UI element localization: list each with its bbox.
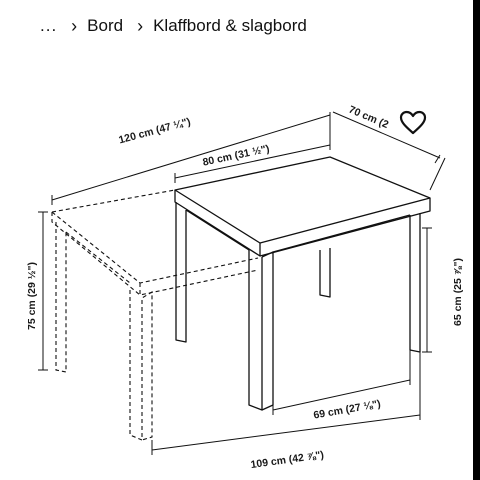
breadcrumb-item-bord[interactable]: Bord bbox=[87, 16, 124, 35]
dim-diagonal: 109 cm (42 ⅞") bbox=[250, 449, 325, 471]
table-leg bbox=[248, 250, 263, 411]
dim-extended-length: 120 cm (47 ¼") bbox=[117, 116, 191, 147]
dim-leg-span: 69 cm (27 ⅛") bbox=[313, 398, 382, 422]
dim-height: 75 cm (29 ½") bbox=[26, 262, 38, 330]
breadcrumb-ellipsis[interactable]: ... bbox=[40, 16, 58, 35]
breadcrumb-item-klaffbord[interactable]: Klaffbord & slagbord bbox=[153, 16, 307, 35]
chevron-right-icon: › bbox=[71, 15, 78, 36]
product-dimension-diagram: 120 cm (47 ¼") 80 cm (31 ½") 70 cm (2 75… bbox=[26, 104, 464, 471]
heart-icon[interactable] bbox=[399, 110, 427, 136]
breadcrumb: ... › Bord › Klaffbord & slagbord bbox=[0, 0, 473, 52]
dim-under-leaf-height: 65 cm (25 ⅞") bbox=[452, 258, 464, 326]
table-leg bbox=[319, 248, 331, 298]
table-leg bbox=[175, 202, 187, 343]
chevron-right-icon: › bbox=[137, 15, 144, 36]
table-leg bbox=[409, 213, 421, 353]
